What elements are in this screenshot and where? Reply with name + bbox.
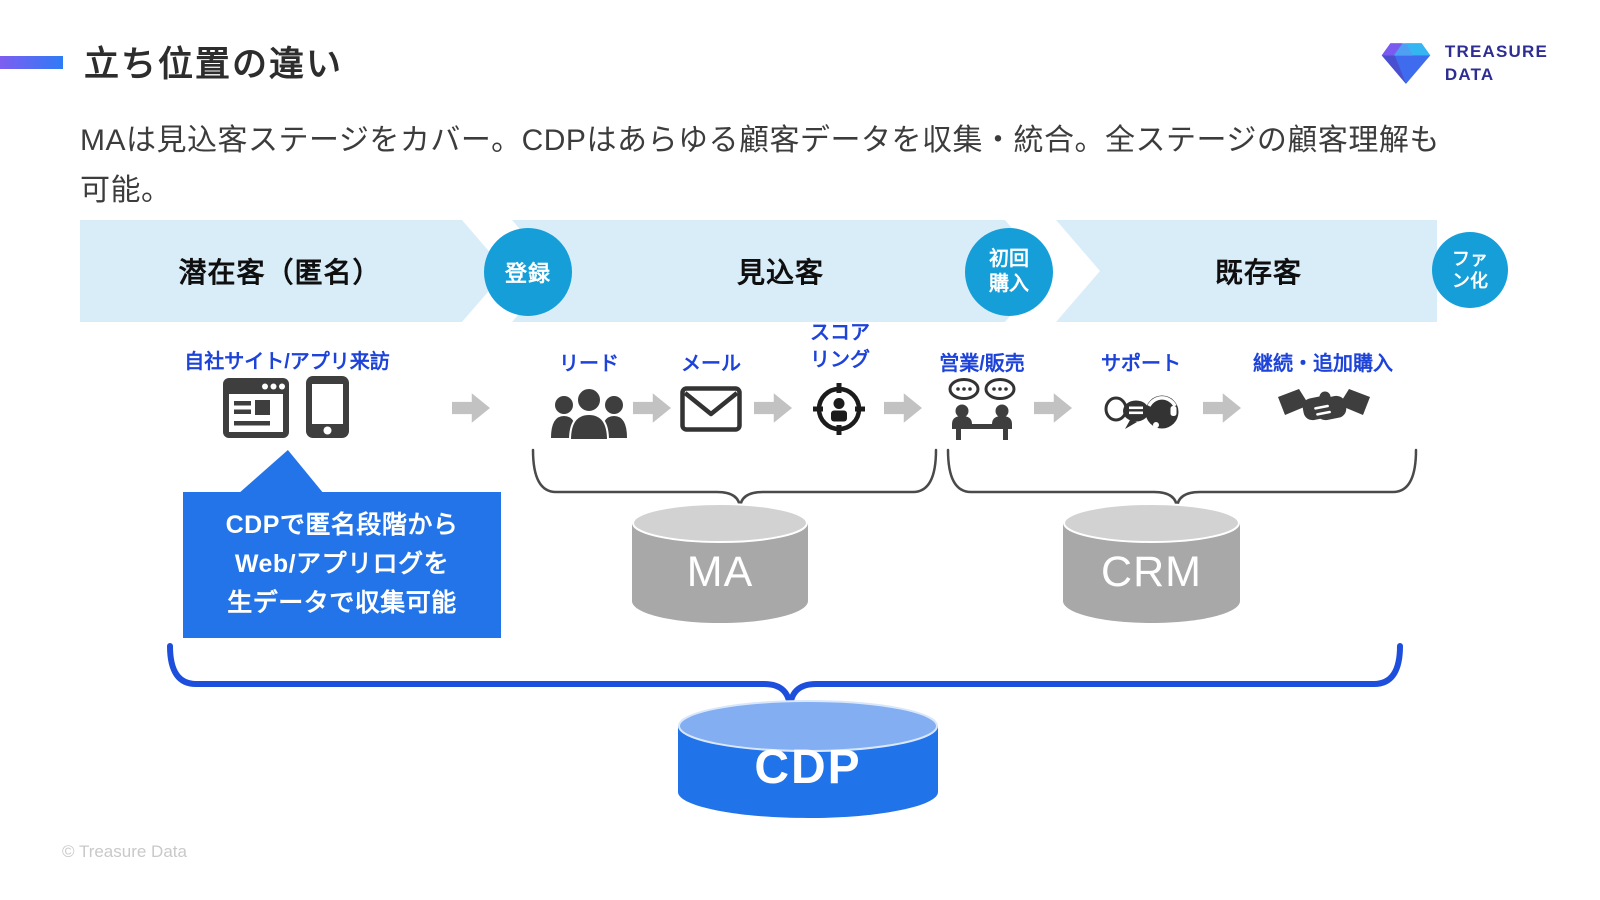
page-title: 立ち位置の違い <box>84 45 344 84</box>
support-headset-icon <box>1104 395 1179 429</box>
logo-line-2: DATA <box>1444 65 1495 84</box>
step-label-repeat-purchase: 継続・追加購入 <box>1253 353 1393 375</box>
flow-arrow-icon <box>1034 393 1072 423</box>
stage-label: 潜在客（匿名） <box>178 257 382 288</box>
flow-arrow-icon <box>633 393 671 423</box>
step-label-support: サポート <box>1101 353 1181 375</box>
intro-text: MAは見込客ステージをカバー。CDPはあらゆる顧客データを収集・統合。全ステージ… <box>80 116 1440 216</box>
treasure-data-wordmark: TREASURE DATA <box>1445 41 1548 87</box>
ma-label: MA <box>686 548 754 596</box>
flow-arrow-icon <box>1203 393 1241 423</box>
callout-pointer <box>238 450 324 494</box>
transition-circle-first-purchase: 初回購入 <box>965 228 1053 316</box>
callout-line-2: Web/アプリログを <box>234 550 450 578</box>
crm-cylinder <box>1063 503 1240 623</box>
cdp-label: CDP <box>754 741 862 794</box>
step-label-scoring: スコアリング <box>810 322 870 371</box>
email-envelope-icon <box>680 386 742 432</box>
crm-label: CRM <box>1101 548 1202 596</box>
crm-brace <box>946 448 1418 510</box>
step-label-own-site-app-visit: 自社サイト/アプリ来訪 <box>184 351 390 373</box>
stage-band-existing-customers: 既存客 <box>1056 220 1437 322</box>
intro-line-1: MAは見込客ステージをカバー。CDPはあらゆる顧客データを収集・統合。全ステージ… <box>80 124 1440 157</box>
callout-line-3: 生データで収集可能 <box>227 589 457 617</box>
treasure-data-diamond-icon <box>1381 43 1431 84</box>
callout-line-1: CDPで匿名段階から <box>225 511 459 539</box>
logo-line-1: TREASURE <box>1444 42 1548 62</box>
step-label-mail: メール <box>681 353 741 375</box>
smartphone-icon <box>306 376 349 438</box>
flow-arrow-icon <box>884 393 922 423</box>
flow-arrow-icon <box>452 393 490 423</box>
ma-brace <box>531 448 938 510</box>
title-accent-dash <box>0 56 63 69</box>
stage-label: 既存客 <box>1214 257 1302 288</box>
stage-band-leads: 見込客 <box>512 220 1049 322</box>
cdp-anonymous-callout: CDPで匿名段階から Web/アプリログを 生データで収集可能 <box>183 492 501 638</box>
cdp-cylinder <box>678 700 938 818</box>
treasure-data-logo: TREASURE DATA <box>1380 40 1548 88</box>
copyright-text: © Treasure Data <box>62 842 187 861</box>
step-label-sales: 営業/販売 <box>939 353 1025 375</box>
transition-circle-registration: 登録 <box>484 228 572 316</box>
leads-people-icon <box>551 387 627 440</box>
scoring-target-icon <box>813 383 865 435</box>
transition-label: 初回購入 <box>989 248 1029 295</box>
browser-icon <box>223 378 289 438</box>
transition-label: ファン化 <box>1451 248 1488 292</box>
transition-label: 登録 <box>504 261 551 286</box>
flow-arrow-icon <box>754 393 792 423</box>
repeat-purchase-handshake-icon <box>1278 389 1370 421</box>
stage-label: 見込客 <box>736 257 824 288</box>
intro-line-2: 可能。 <box>80 174 172 207</box>
transition-circle-fan: ファン化 <box>1432 232 1508 308</box>
ma-cylinder <box>632 503 808 623</box>
sales-meeting-icon <box>948 378 1016 440</box>
stage-band-prospects-anonymous: 潜在客（匿名） <box>80 220 506 322</box>
step-label-lead: リード <box>559 353 619 375</box>
